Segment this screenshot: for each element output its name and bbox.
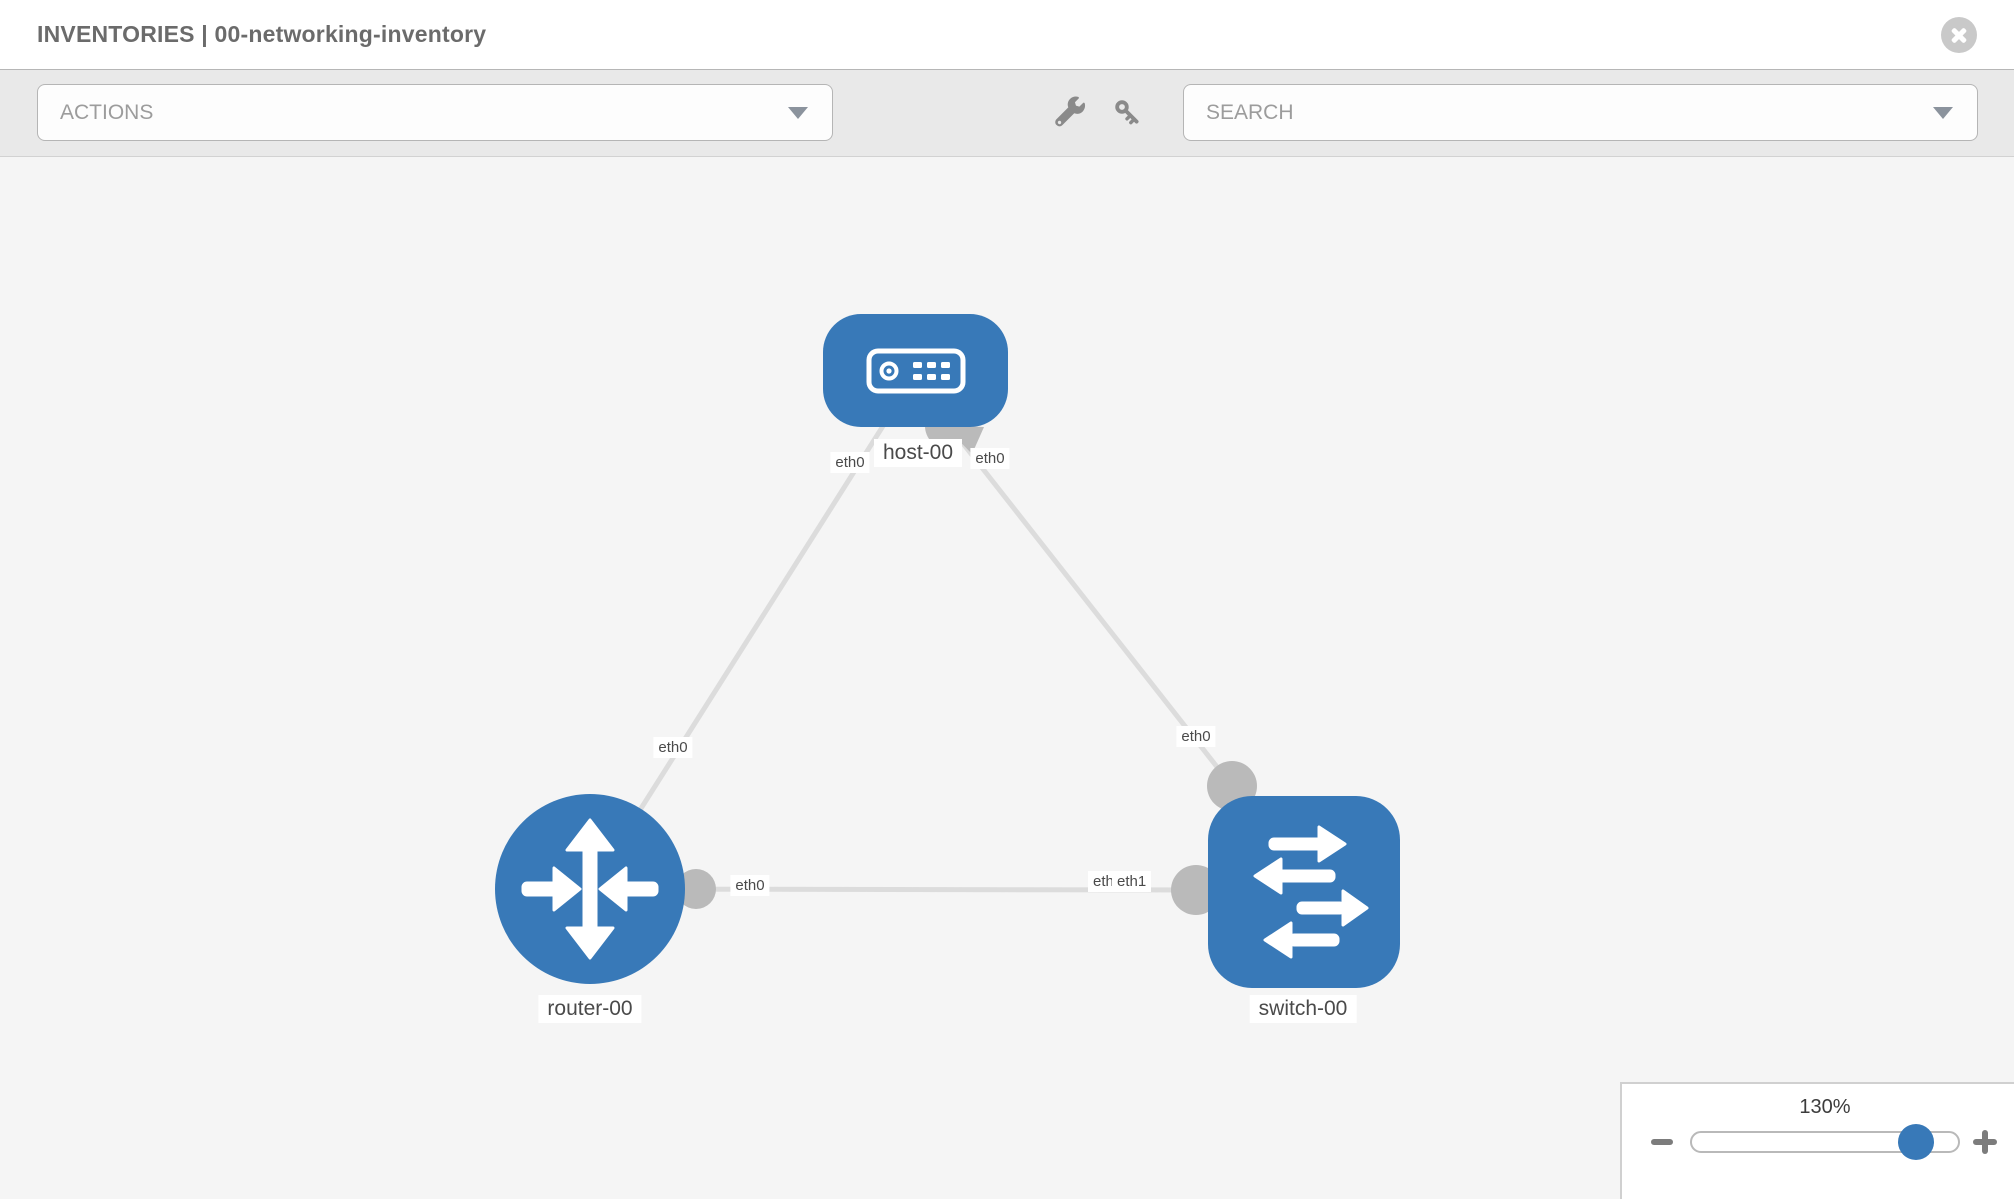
interface-label: eth0 (830, 452, 870, 474)
actions-dropdown[interactable]: ACTIONS (37, 84, 833, 141)
topology-canvas[interactable]: host-00 router-00 switch-00 eth0 eth0 et… (0, 157, 2014, 1199)
chevron-down-icon (1933, 106, 1953, 119)
header: INVENTORIES | 00-networking-inventory (0, 0, 2014, 70)
interface-label: eth0 (1176, 726, 1216, 748)
node-router-00[interactable] (495, 794, 685, 984)
switch-arrows-icon (1253, 825, 1369, 959)
zoom-in-button[interactable] (1973, 1130, 1997, 1154)
zoom-slider-handle[interactable] (1898, 1124, 1934, 1160)
node-label-router: router-00 (538, 995, 642, 1024)
zoom-out-button[interactable] (1651, 1139, 1673, 1145)
page-title: INVENTORIES | 00-networking-inventory (37, 21, 487, 47)
server-icon (866, 348, 965, 393)
wrench-icon[interactable] (1053, 96, 1087, 130)
search-dropdown[interactable]: SEARCH (1183, 84, 1978, 141)
chevron-down-icon (788, 106, 808, 119)
host-label-pointer (944, 425, 984, 454)
toolbar: ACTIONS SEARCH (0, 70, 2014, 157)
node-label-host: host-00 (873, 439, 963, 468)
interface-label: eth0 (653, 737, 693, 759)
close-button[interactable] (1941, 16, 1977, 53)
node-host-00[interactable] (823, 314, 1008, 427)
interface-label: eth0 (730, 875, 770, 897)
actions-dropdown-label: ACTIONS (60, 100, 154, 124)
port-router-right (676, 869, 716, 909)
key-icon[interactable] (1111, 96, 1145, 130)
zoom-slider-track[interactable] (1690, 1124, 1960, 1160)
topology-edges-layer (587, 403, 1257, 915)
interface-label: eth0 (970, 448, 1010, 470)
search-dropdown-label: SEARCH (1206, 100, 1294, 124)
interface-label: eth1 (1112, 871, 1152, 893)
node-switch-00[interactable] (1208, 796, 1400, 988)
node-label-switch: switch-00 (1249, 995, 1357, 1024)
zoom-panel: 130% (1620, 1082, 2014, 1199)
zoom-level: 130% (1799, 1096, 1851, 1118)
router-arrows-icon (521, 818, 659, 960)
